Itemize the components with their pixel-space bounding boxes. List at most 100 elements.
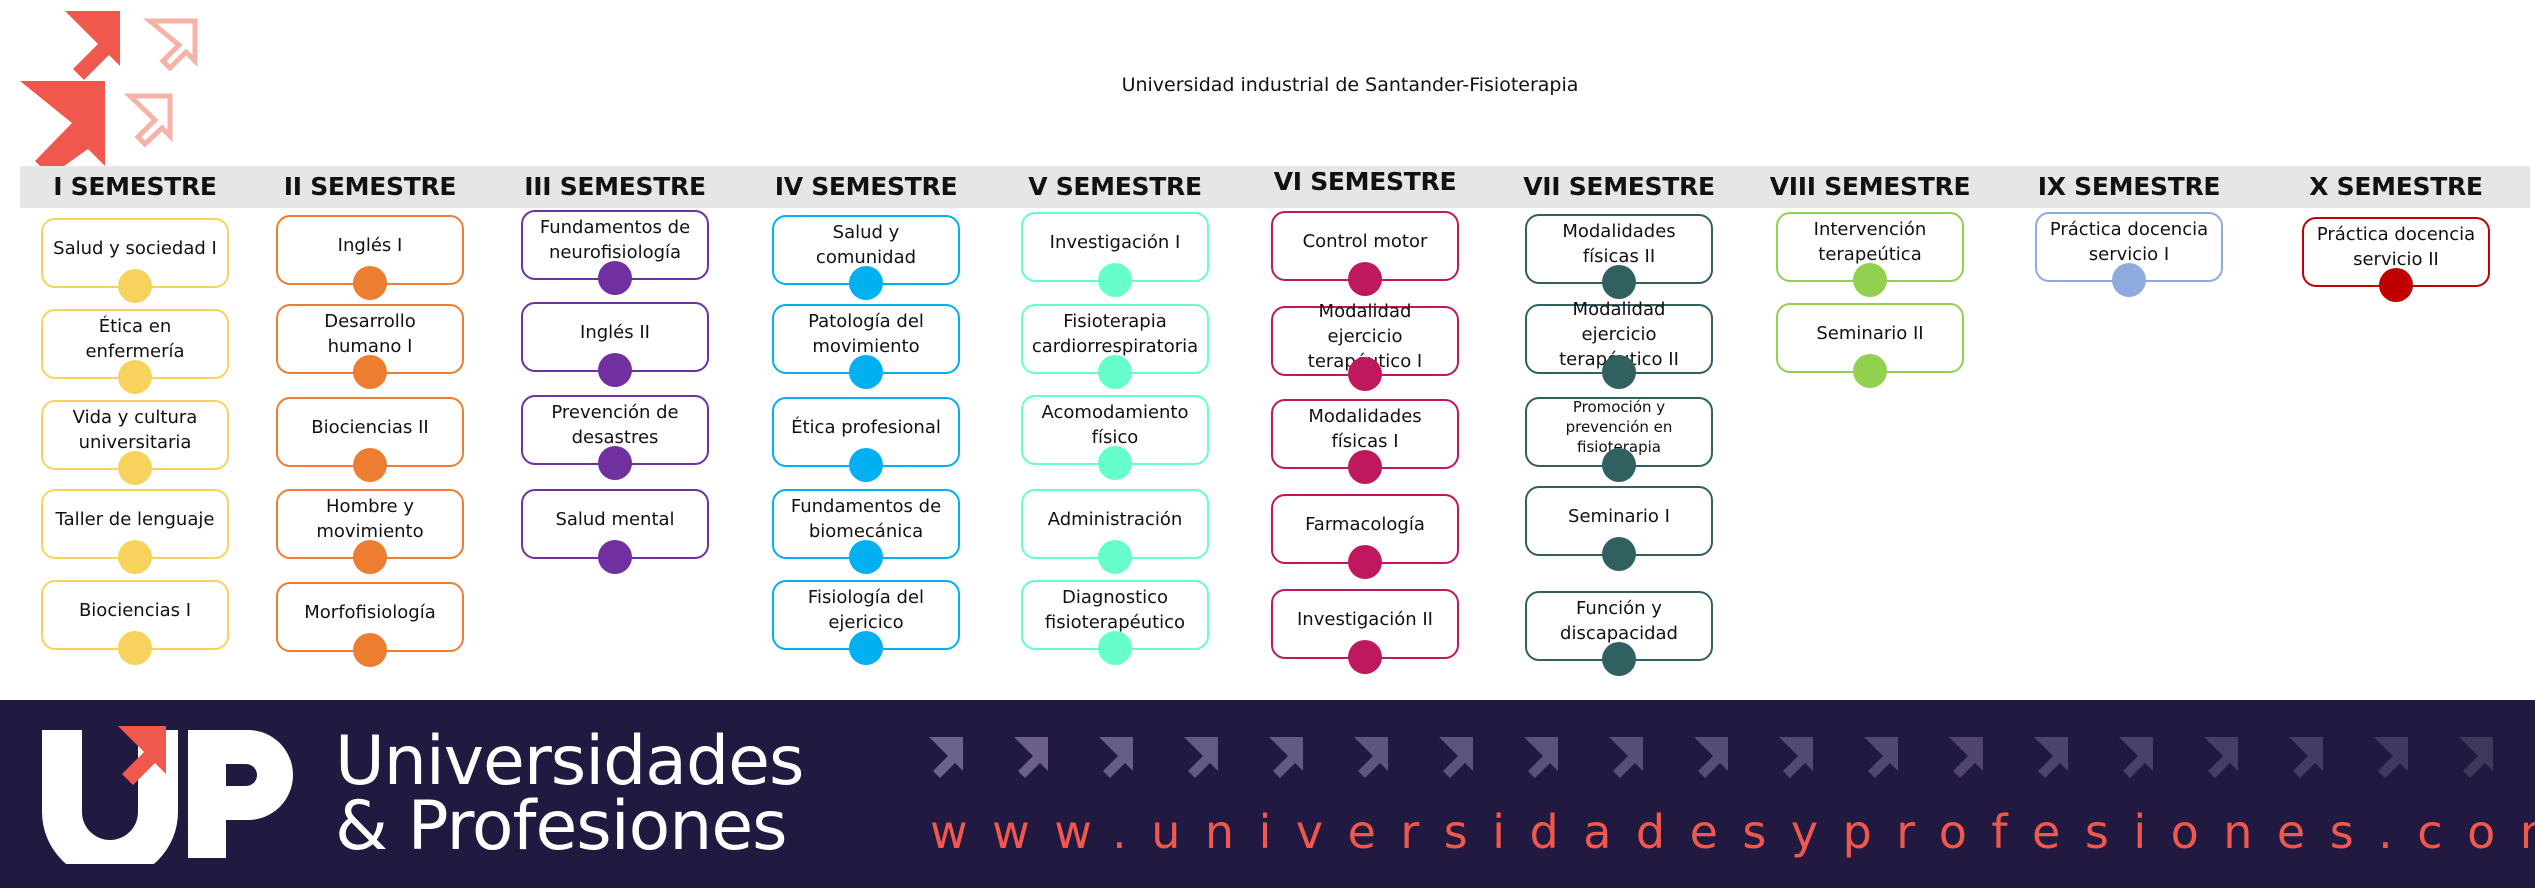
arrow-icon [1184,737,1218,778]
page-title: Universidad industrial de Santander-Fisi… [1121,74,1579,96]
course-label: Salud y comunidad [815,222,917,268]
arrow-icon [2119,737,2153,778]
course-label: Fundamentos de biomecánica [790,496,942,542]
course-box: Farmacología [1271,494,1459,579]
course-label: Biociencias II [311,416,429,438]
course-box: Ética en enfermería [41,309,229,394]
course-label: Modalidad ejercicio terapéutico II [1559,298,1679,370]
course-box: Morfofisiología [276,582,464,667]
course-dot-icon [849,355,883,389]
course-dot-icon [598,446,632,480]
arrow-pattern-icon [929,737,2493,778]
course-label: Desarrollo humano I [324,311,416,357]
course-box: Prevención de desastres [521,395,709,480]
arrow-icon [1949,737,1983,778]
course-dot-icon [1098,263,1132,297]
arrow-icon [1864,737,1898,778]
course-box: Fundamentos de neurofisiología [521,210,709,295]
course-dot-icon [1098,631,1132,665]
course-dot-icon [1602,448,1636,482]
course-dot-icon [353,448,387,482]
course-box: Vida y cultura universitaria [41,400,229,485]
course-label: Investigación II [1297,608,1433,630]
course-box: Práctica docencia servicio I [2035,212,2223,297]
semester-header: II SEMESTRE [283,172,457,201]
course-box: Modalidades físicas II [1525,214,1713,299]
course-dot-icon [1348,640,1382,674]
course-label: Ética en enfermería [85,316,185,362]
course-box: Promoción y prevención en fisioterapia [1525,397,1713,482]
course-label: Promoción y prevención en fisioterapia [1565,398,1673,456]
course-dot-icon [1853,354,1887,388]
semester-header: X SEMESTRE [2309,172,2483,201]
course-dot-icon [1602,537,1636,571]
arrow-icon [2289,737,2323,778]
course-dot-icon [353,266,387,300]
course-label: Inglés I [337,234,403,256]
course-box: Seminario II [1776,303,1964,388]
semester-header: VII SEMESTRE [1523,172,1715,201]
course-dot-icon [118,540,152,574]
course-box: Seminario I [1525,486,1713,571]
course-box: Administración [1021,489,1209,574]
up-logo [42,726,293,864]
course-label: Práctica docencia servicio I [2049,219,2209,265]
course-box: Investigación I [1021,212,1209,297]
arrow-icon [1779,737,1813,778]
course-dot-icon [118,269,152,303]
course-dot-icon [849,540,883,574]
course-dot-icon [1602,355,1636,389]
course-box: Diagnostico fisioterapéutico [1021,580,1209,665]
course-label: Control motor [1302,230,1428,252]
course-dot-icon [118,631,152,665]
brand-name-line1: Universidades [335,722,804,801]
course-label: Fisiología del ejericico [807,587,925,633]
course-dot-icon [2379,268,2413,302]
course-dot-icon [353,355,387,389]
course-box: Modalidad ejercicio terapéutico II [1525,299,1713,389]
arrow-icon [1439,737,1473,778]
course-label: Ética profesional [791,416,941,438]
arrow-icon [2459,737,2493,778]
arrow-icon [2374,737,2408,778]
course-label: Inglés II [580,321,650,343]
course-label: Prevención de desastres [551,402,679,448]
course-box: Fundamentos de biomecánica [772,489,960,574]
course-label: Fundamentos de neurofisiología [539,217,691,263]
course-box: Biociencias I [41,580,229,665]
course-label: Función y discapacidad [1560,598,1678,644]
course-box: Salud y comunidad [772,215,960,300]
course-dot-icon [1602,265,1636,299]
course-label: Acomodamiento físico [1041,402,1189,448]
course-dot-icon [1348,262,1382,296]
course-label: Administración [1047,508,1183,530]
course-dot-icon [598,540,632,574]
footer-banner [0,700,2535,888]
semester-header: VIII SEMESTRE [1769,172,1971,201]
semester-header-band [20,166,2530,208]
course-box: Desarrollo humano I [276,304,464,389]
course-box: Modalidad ejercicio terapéutico I [1271,301,1459,391]
course-dot-icon [1853,263,1887,297]
course-box: Salud mental [521,489,709,574]
website-url[interactable]: www.universidadesyprofesiones.com [930,805,2535,859]
semester-column: II SEMESTRE Inglés I Desarrollo humano I Bi… [254,166,486,686]
arrow-icon [1609,737,1643,778]
course-label: Fisioterapia cardiorrespiratoria [1031,311,1199,357]
course-box: Ética profesional [772,397,960,482]
course-label: Morfofisiología [304,601,436,623]
arrow-icon [1269,737,1303,778]
course-dot-icon [1098,446,1132,480]
arrow-icon [1354,737,1388,778]
course-dot-icon [118,360,152,394]
course-dot-icon [1348,545,1382,579]
course-dot-icon [849,631,883,665]
course-dot-icon [849,448,883,482]
